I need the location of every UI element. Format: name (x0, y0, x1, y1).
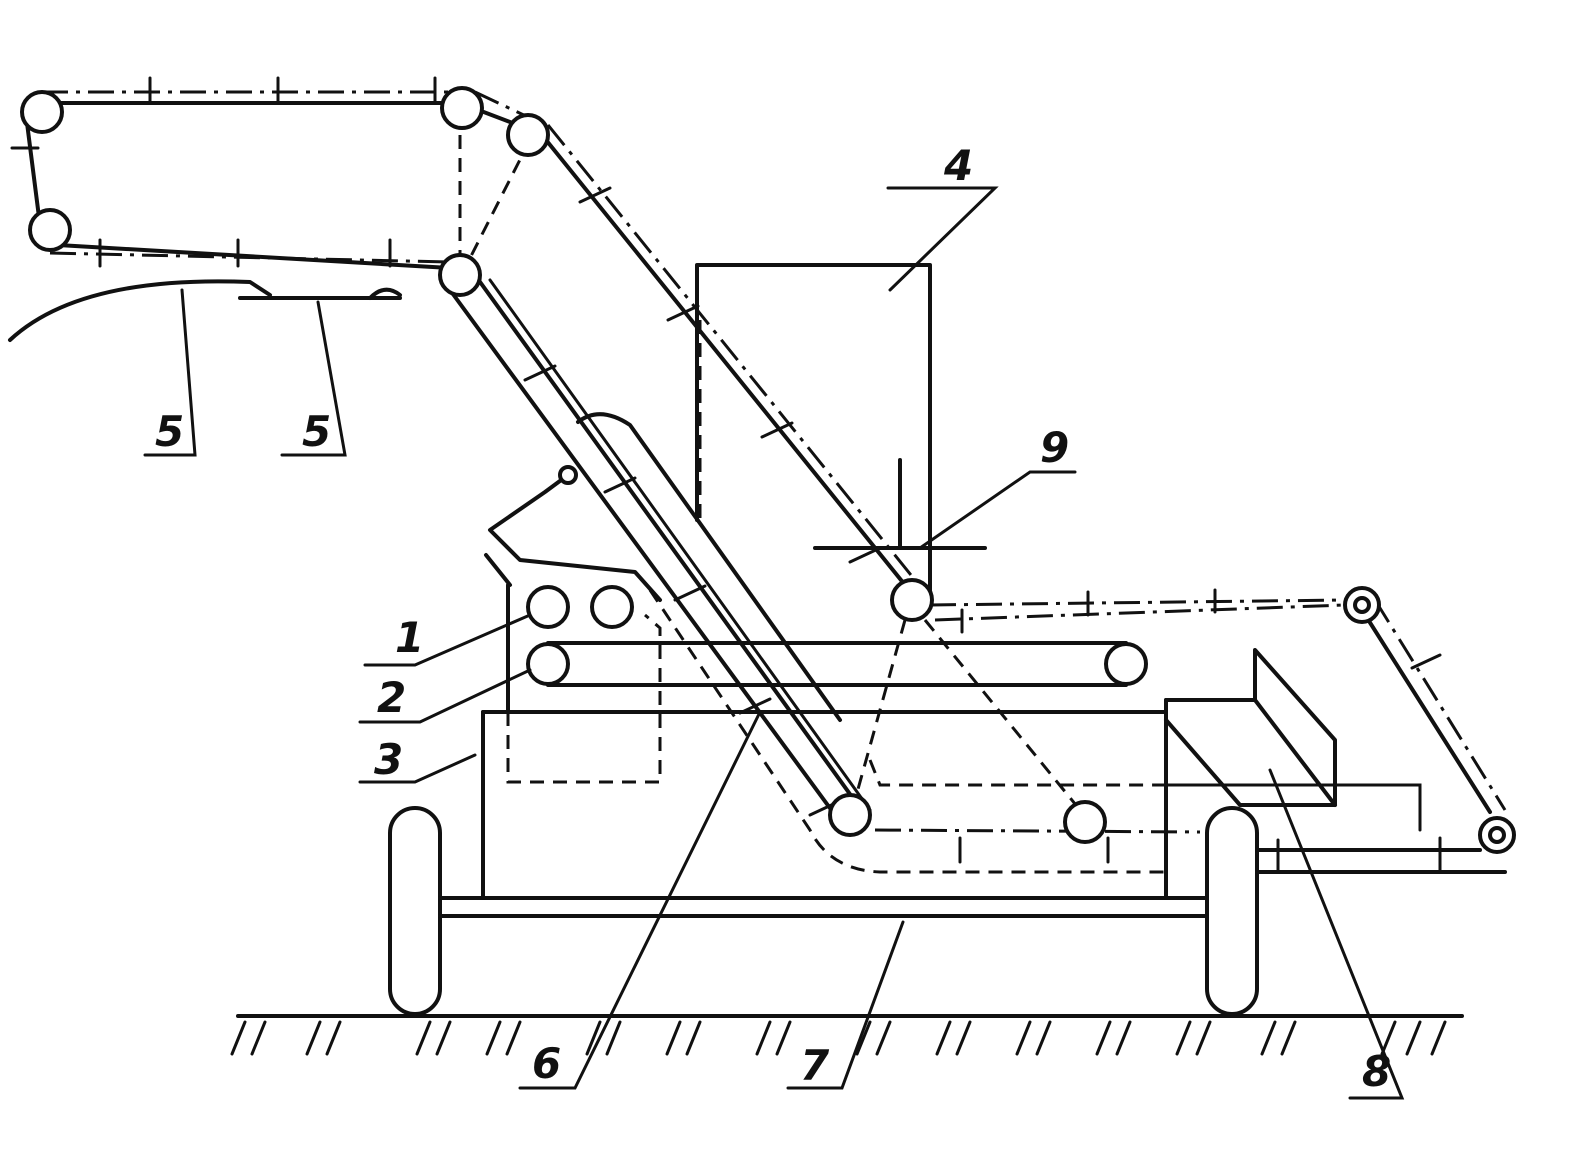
callout-6: 6 (532, 1039, 561, 1088)
callout-labels: 1 2 3 4 5 5 6 7 8 9 (155, 141, 1391, 1096)
roller-1b (590, 585, 634, 629)
upper-conveyor-loop (8, 90, 532, 342)
pulley-elevator-bottom (828, 793, 872, 837)
chain-tick-marks (10, 76, 1442, 872)
pulley-top-right (506, 113, 550, 157)
feed-chute (484, 465, 662, 784)
pulley-top-left (20, 90, 64, 134)
callout-3: 3 (374, 735, 403, 784)
callout-leaders (143, 186, 1405, 1100)
callout-9: 9 (1040, 423, 1069, 472)
horizontal-conveyor (546, 641, 1148, 687)
callout-5-left: 5 (155, 407, 184, 456)
drive-chain (536, 124, 1507, 834)
pulley-bottom-right (1063, 800, 1107, 844)
callout-7: 7 (800, 1041, 830, 1090)
pulley-elevator-top (438, 253, 482, 297)
callout-4: 4 (943, 141, 973, 190)
wheels (388, 806, 1259, 1016)
callout-5-right: 5 (302, 407, 331, 456)
callout-8: 8 (1362, 1047, 1391, 1096)
hopper (695, 263, 987, 597)
collection-bin (1164, 648, 1422, 832)
pulley-conveyor-2 (526, 642, 570, 686)
pulley-hopper (890, 578, 934, 622)
ground (230, 1014, 1464, 1056)
roller-1 (526, 585, 570, 629)
rear-wheel (1205, 806, 1259, 1016)
pulleys (20, 86, 1516, 854)
pulley-top-middle (440, 86, 484, 130)
front-wheel (388, 806, 442, 1016)
callout-1: 1 (395, 613, 424, 662)
callout-2: 2 (377, 673, 406, 722)
pulley-left-lower (28, 208, 72, 252)
chassis-frame (438, 698, 1507, 918)
inclined-elevator (448, 273, 1166, 874)
